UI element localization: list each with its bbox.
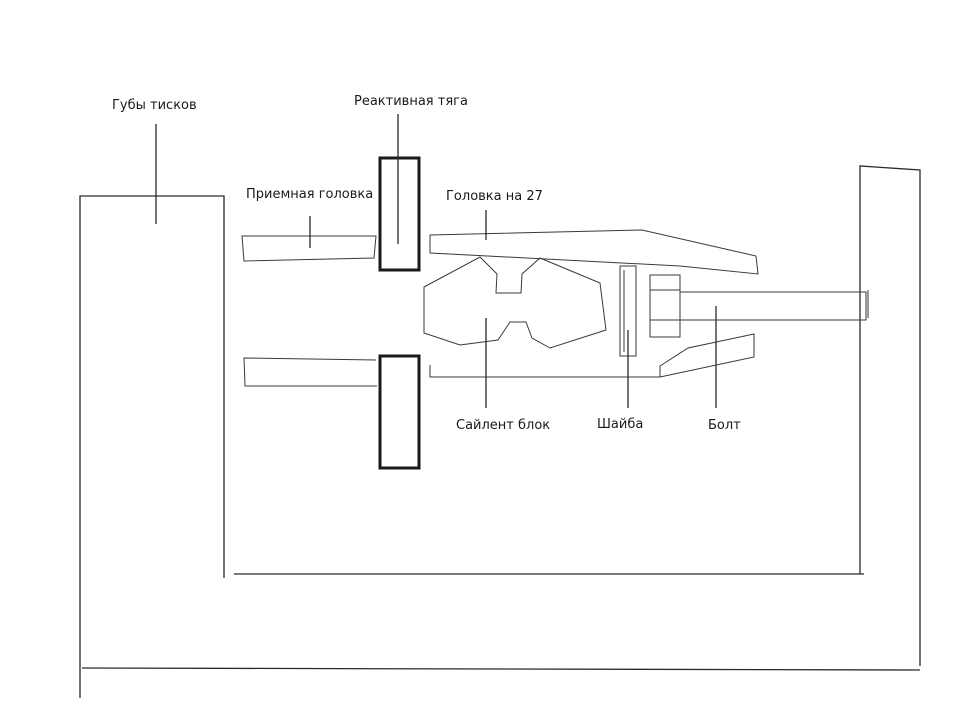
- label-receiving-head: Приемная головка: [246, 187, 373, 202]
- head-27-lower-end: [659, 333, 755, 378]
- label-reaction-rod: Реактивная тяга: [354, 94, 468, 109]
- vise-jaw-right: [859, 165, 921, 666]
- reaction-rod-lower: [378, 354, 421, 470]
- receiving-head: [241, 235, 377, 387]
- labels: Губы тисков Реактивная тяга Приемная гол…: [112, 94, 741, 433]
- label-head-27: Головка на 27: [446, 189, 543, 204]
- reaction-rod: [378, 156, 421, 470]
- head-27: [429, 229, 759, 378]
- receiving-head-lower: [243, 357, 377, 387]
- vise-base-line: [81, 667, 921, 671]
- label-vise-jaws: Губы тисков: [112, 98, 197, 113]
- head-27-upper: [429, 229, 759, 275]
- silent-block: [423, 256, 607, 349]
- head-27-lower: [429, 365, 618, 378]
- leader-lines: [155, 114, 717, 408]
- label-silent-block: Сайлент блок: [456, 418, 550, 433]
- vise-jaw-left: [79, 195, 225, 698]
- reaction-rod-upper: [378, 156, 421, 272]
- receiving-head-upper: [241, 235, 377, 262]
- bolt-head: [649, 274, 681, 338]
- bolt: [649, 274, 869, 338]
- vise: [79, 165, 921, 698]
- bolt-shank: [680, 291, 867, 321]
- label-washer: Шайба: [597, 417, 643, 432]
- label-bolt: Болт: [708, 418, 741, 433]
